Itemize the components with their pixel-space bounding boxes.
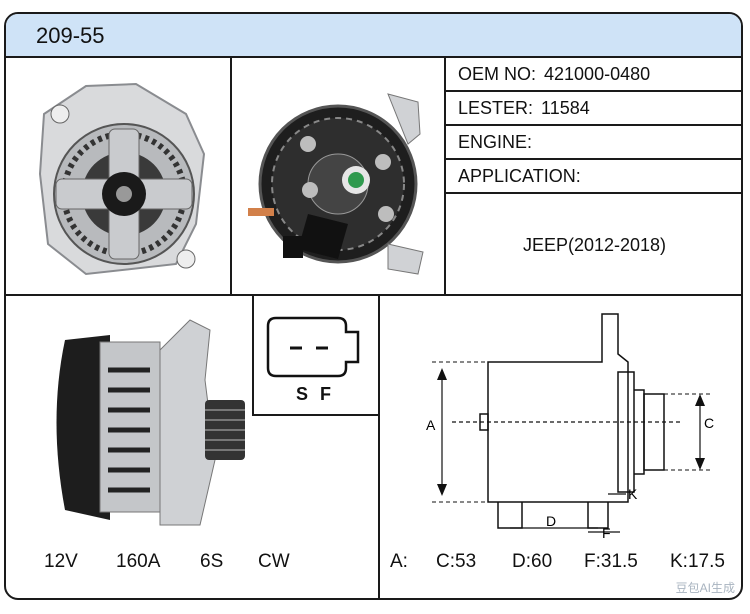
amperage-spec: 160A xyxy=(116,551,161,572)
dimension-a-value: A: xyxy=(390,551,408,572)
pulley-spec: 6S xyxy=(200,551,224,572)
part-number-title: 209-55 xyxy=(36,23,105,48)
dimension-f-value: F:31.5 xyxy=(584,551,638,572)
connector-box: S F xyxy=(252,296,380,416)
divider xyxy=(230,58,232,296)
connector-diagram xyxy=(266,316,360,378)
oem-value: 421000-0480 xyxy=(544,64,651,84)
dimension-c-value: C:53 xyxy=(436,551,477,572)
lester-value: 11584 xyxy=(541,98,590,118)
rotation-spec: CW xyxy=(258,551,290,572)
lester-label: LESTER: xyxy=(458,98,534,118)
product-spec-sheet: 209-55 OEM NO: 421000-0480 LESTER: 11584 E… xyxy=(4,12,743,600)
divider xyxy=(6,294,741,296)
spec-row-lester: LESTER: 11584 xyxy=(446,92,741,126)
watermark: 豆包AI生成 xyxy=(675,581,735,595)
engine-label: ENGINE: xyxy=(458,132,533,152)
dimension-k-value: K:17.5 xyxy=(670,551,725,572)
connector-pin-f: F xyxy=(320,384,331,404)
connector-pin-s: S xyxy=(296,384,309,404)
dimension-a-label: A xyxy=(426,417,436,433)
alternator-side-view-image xyxy=(56,319,245,526)
alternator-front-view-image xyxy=(38,82,206,276)
dimension-d-value: D:60 xyxy=(512,551,553,572)
spec-row-oem: OEM NO: 421000-0480 xyxy=(446,58,741,92)
dimension-d-label: D xyxy=(546,513,556,529)
application-label: APPLICATION: xyxy=(458,166,581,186)
dimension-drawing: A C D F K xyxy=(426,313,714,541)
title-bar: 209-55 xyxy=(6,14,741,58)
spec-row-engine: ENGINE: xyxy=(446,126,741,160)
application-value: JEEP(2012-2018) xyxy=(522,235,667,255)
voltage-spec: 12V xyxy=(44,551,78,572)
dimension-c-label: C xyxy=(704,415,714,431)
oem-label: OEM NO: xyxy=(458,64,537,84)
divider xyxy=(444,58,446,296)
alternator-rear-view-image xyxy=(248,93,424,275)
divider xyxy=(378,296,380,598)
spec-row-application: APPLICATION: xyxy=(446,160,741,194)
dimension-f-label: F xyxy=(602,525,611,541)
dimension-k-label: K xyxy=(628,486,638,502)
